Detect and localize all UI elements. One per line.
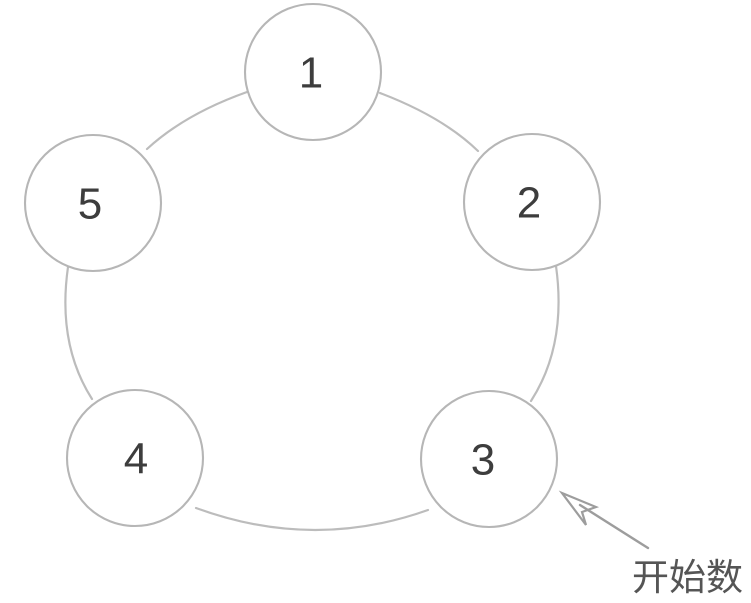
- node-1[interactable]: 1: [243, 2, 383, 142]
- start-annotation-group: 开始数: [558, 490, 743, 599]
- annotation-arrow-head-icon: [558, 490, 600, 526]
- link-arc-2-3: [529, 264, 560, 403]
- annotation-label: 开始数: [632, 556, 743, 599]
- link-arc-1-2: [378, 91, 480, 153]
- node-label-1: 1: [299, 49, 323, 98]
- link-arc-5-1: [145, 90, 249, 151]
- link-arc-group: [64, 90, 560, 532]
- node-label-4: 4: [124, 435, 148, 484]
- node-circle-5[interactable]: [23, 133, 163, 273]
- node-2[interactable]: 2: [462, 132, 602, 272]
- node-group: 1 2 3 4 5: [23, 2, 602, 529]
- node-4[interactable]: 4: [65, 388, 205, 528]
- link-arc-4-5: [64, 265, 94, 401]
- node-3[interactable]: 3: [419, 389, 559, 529]
- node-label-5: 5: [78, 180, 102, 229]
- node-label-3: 3: [471, 436, 495, 485]
- node-circle-2[interactable]: [462, 132, 602, 272]
- node-circle-1[interactable]: [243, 2, 383, 142]
- node-label-2: 2: [517, 179, 541, 228]
- link-arc-3-4: [194, 506, 430, 532]
- node-circle-3[interactable]: [419, 389, 559, 529]
- annotation-arrow-shaft-icon: [578, 503, 650, 550]
- node-5[interactable]: 5: [23, 133, 163, 273]
- node-circle-4[interactable]: [65, 388, 205, 528]
